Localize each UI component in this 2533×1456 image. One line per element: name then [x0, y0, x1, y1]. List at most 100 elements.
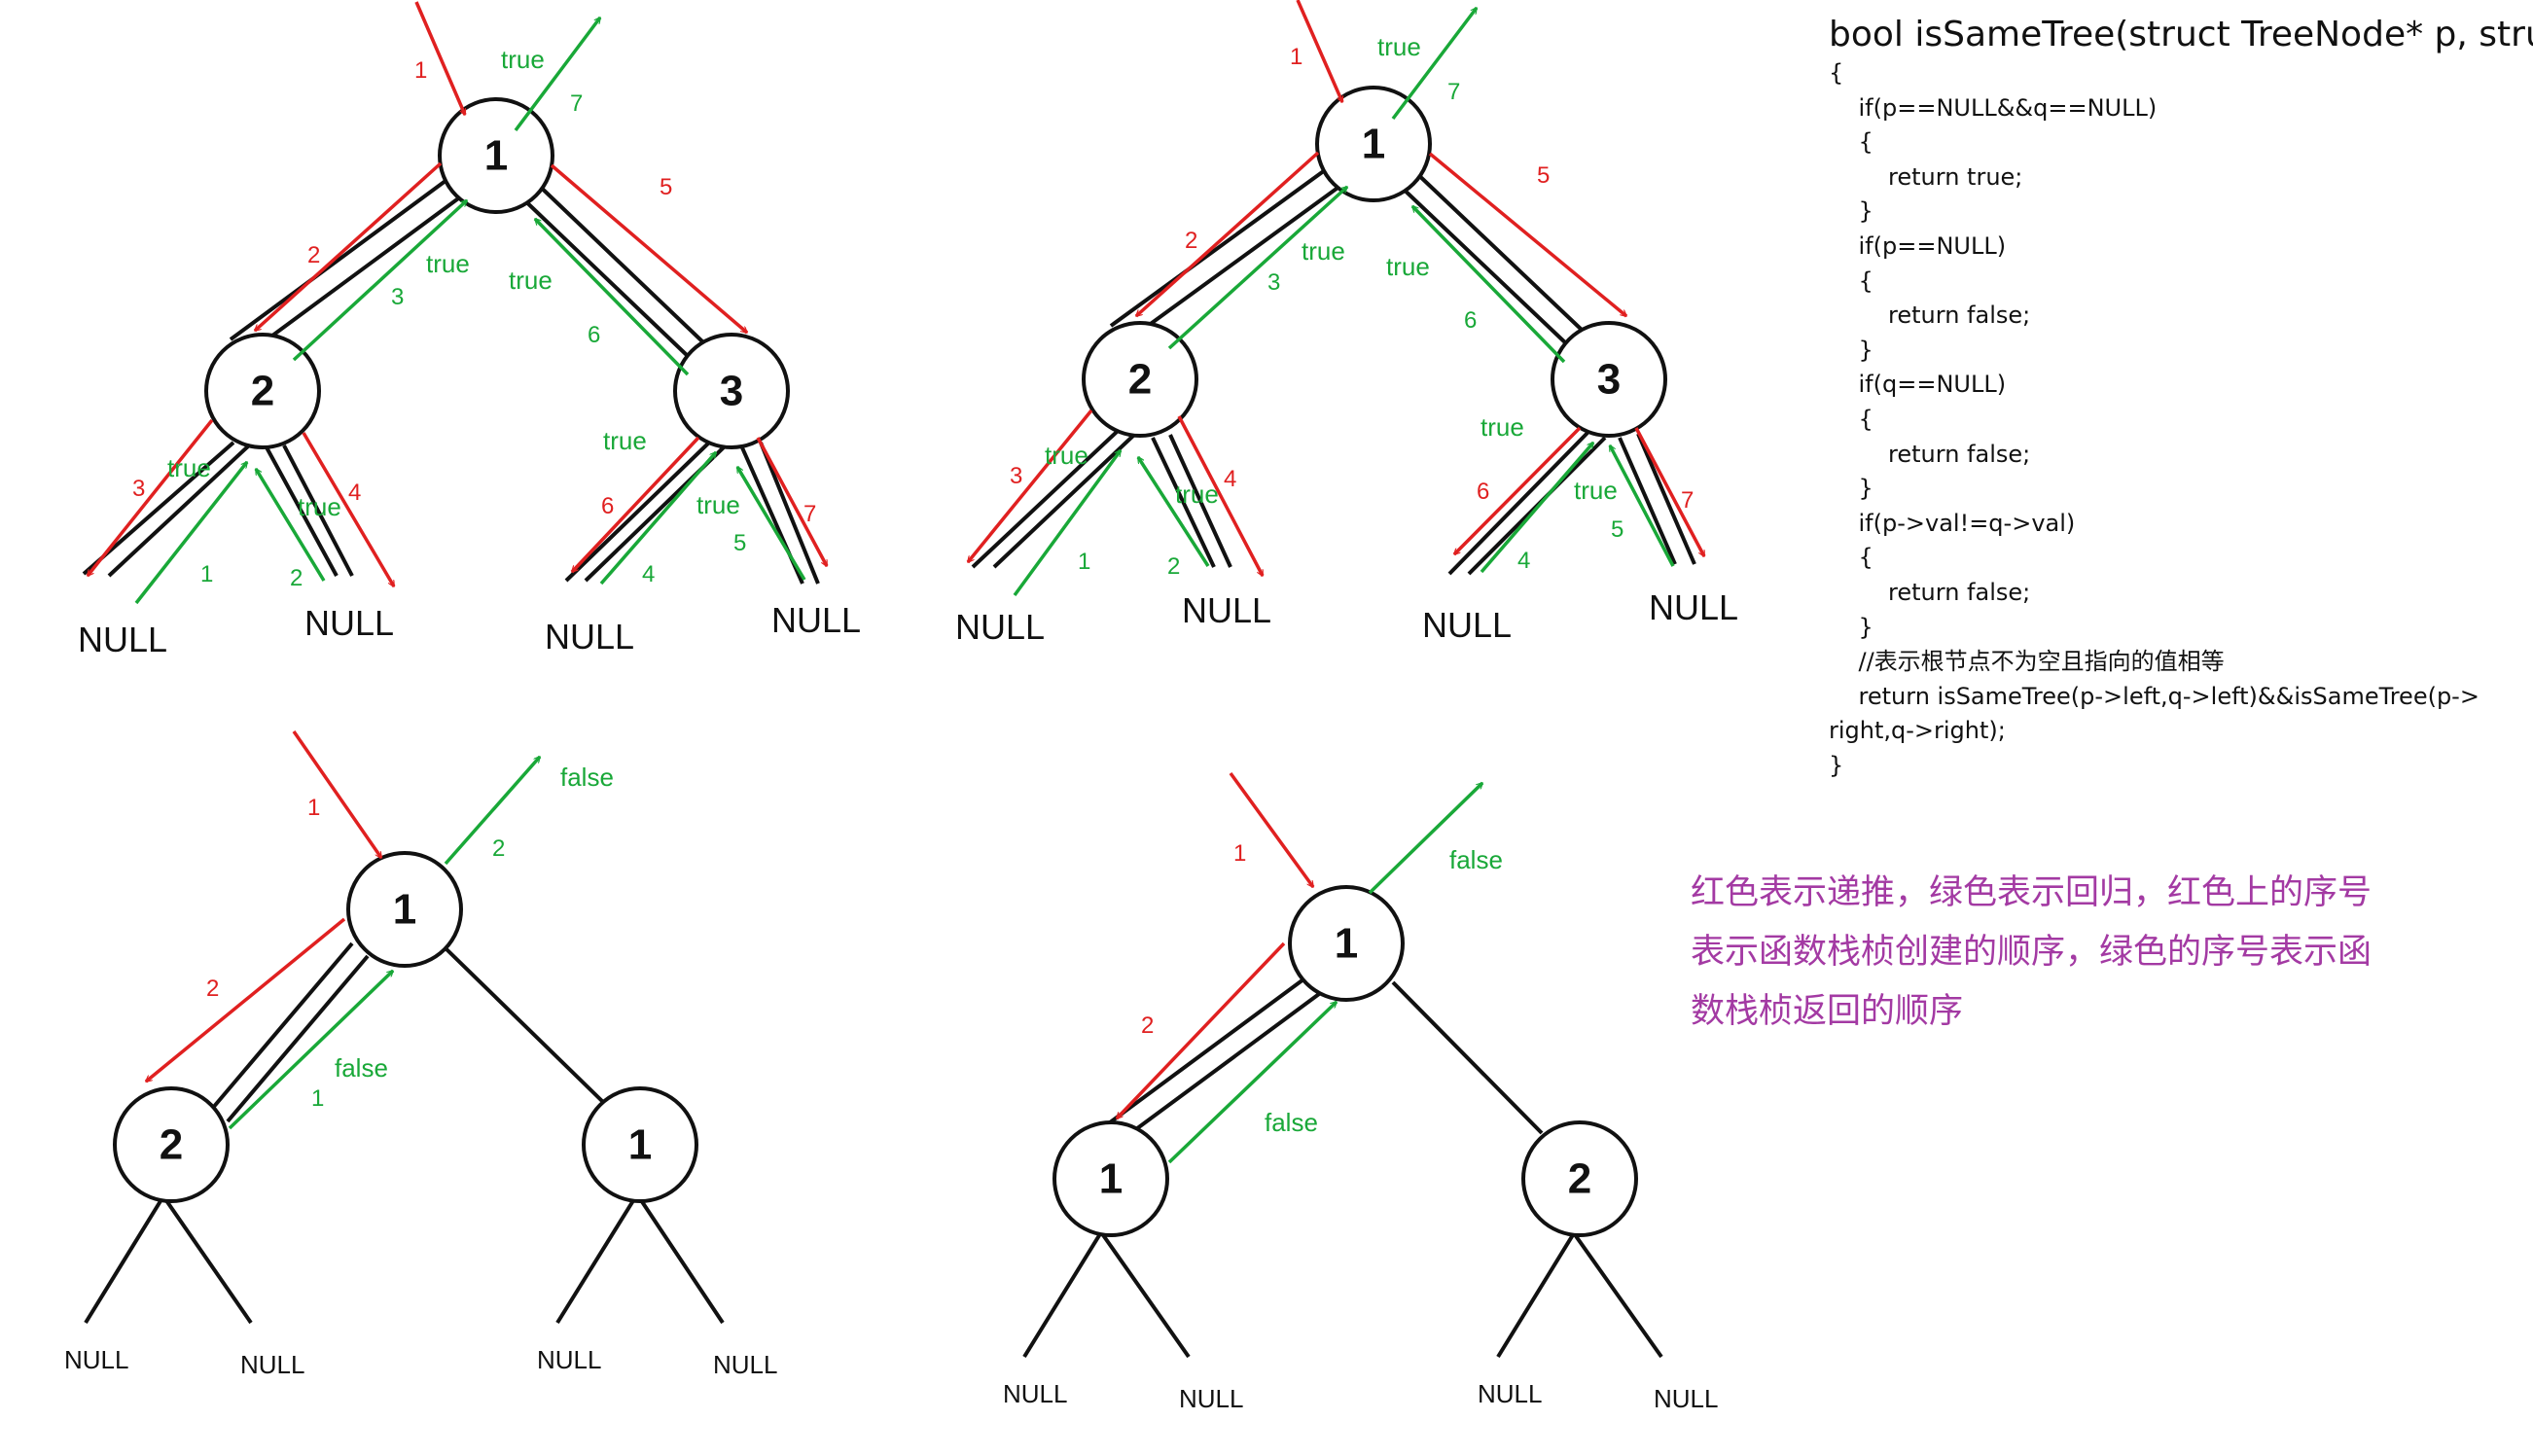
tree1-true-2: true: [426, 249, 470, 278]
code-line: if(p==NULL&&q==NULL): [1829, 93, 2158, 122]
code-line: }: [1829, 475, 1873, 503]
tree1-red-5: [550, 163, 747, 335]
tree4-red-1: [1229, 771, 1315, 887]
tree1-red-num-1: 1: [414, 57, 427, 84]
tree3-right-label: 1: [628, 1121, 652, 1169]
tree2-green-num-3: 3: [1267, 269, 1280, 296]
tree1-red-1: [414, 1, 467, 115]
tree2-green-num-4: 4: [1517, 548, 1530, 574]
tree3-root-label: 1: [393, 886, 416, 934]
tree2-red-3: [966, 408, 1093, 562]
tree3-false-2: false: [335, 1053, 388, 1083]
tree1-true-7: true: [696, 490, 740, 519]
tree2-red-5: [1428, 152, 1626, 318]
tree2-node-right: [1551, 321, 1667, 438]
tree2-red-num-4: 4: [1224, 466, 1236, 492]
tree2-red-2: [1136, 151, 1320, 316]
tree2-red-num-7: 7: [1681, 487, 1694, 514]
note-line: 数栈桢返回的顺序: [1691, 992, 1964, 1031]
tree2-right-label: 3: [1597, 356, 1621, 404]
tree3-false-1: false: [560, 763, 614, 792]
tree1-null-4: NULL: [771, 600, 861, 640]
tree1-true-6: true: [603, 426, 647, 455]
tree3-null-3: NULL: [537, 1345, 601, 1374]
tree2-green-num-2: 2: [1167, 553, 1180, 580]
tree2-red-1: [1296, 0, 1344, 102]
legend-note: 红色表示递推，绿色表示回归，红色上的序号 表示函数栈桢创建的顺序，绿色的序号表示…: [1691, 864, 2449, 1042]
tree2-node-root: [1315, 86, 1432, 202]
code-line: {: [1829, 266, 1873, 295]
code-line: if(p->val!=q->val): [1829, 509, 2076, 537]
tree1-node-root: [438, 97, 554, 214]
tree2-null-1: NULL: [955, 607, 1045, 647]
tree3-null-2: NULL: [240, 1350, 304, 1379]
tree4-node-left: [1052, 1120, 1169, 1237]
tree-bottom-left: 1 2 1 NULL NULL NULL NULL 1 2 1 2 false …: [64, 730, 777, 1379]
tree1-red-num-3: 3: [132, 476, 145, 502]
tree3-node-root: [346, 851, 463, 968]
tree2-red-7: [1634, 427, 1706, 556]
tree3-green-num-1: 1: [311, 1085, 324, 1112]
tree2-root-label: 1: [1362, 121, 1385, 168]
tree1-green-num-1: 1: [200, 561, 213, 587]
tree2-green-4: [1480, 443, 1595, 574]
tree2-red-6: [1454, 426, 1582, 554]
tree1-red-num-2: 2: [307, 242, 320, 268]
code-line: return isSameTree(p->left,q->left)&&isSa…: [1829, 682, 2479, 710]
code-line: return false;: [1829, 302, 2031, 330]
code-line: //表示根节点不为空且指向的值相等: [1829, 648, 2225, 676]
tree1-node-left: [204, 333, 321, 449]
tree2-green-6: [1412, 206, 1566, 364]
tree4-null-1: NULL: [1003, 1379, 1067, 1408]
tree-bottom-right: 1 1 2 NULL NULL NULL NULL 1 2 false fals…: [1003, 771, 1718, 1413]
tree1-true-3: true: [509, 266, 553, 295]
tree2-green-3: [1167, 187, 1347, 350]
tree2-green-num-1: 1: [1078, 549, 1090, 575]
tree2-green-num-7: 7: [1447, 79, 1460, 105]
code-line: return true;: [1829, 162, 2023, 191]
code-line: bool isSameTree(struct TreeNode* p, stru…: [1829, 15, 2533, 54]
code-line: {: [1829, 405, 1873, 433]
code-line: }: [1829, 613, 1873, 641]
tree2-true-5: true: [1175, 479, 1219, 509]
tree1-red-4: [302, 432, 396, 586]
tree3-left-label: 2: [160, 1121, 183, 1169]
tree2-null-2: NULL: [1182, 590, 1271, 630]
tree1-true-5: true: [298, 492, 341, 521]
tree2-red-num-6: 6: [1477, 479, 1489, 505]
tree4-false-1: false: [1449, 845, 1503, 874]
tree4-green-1: [1167, 1002, 1337, 1164]
code-line: if(q==NULL): [1829, 371, 2007, 399]
note-line: 表示函数栈桢创建的顺序，绿色的序号表示函: [1691, 933, 2372, 972]
tree3-red-num-1: 1: [307, 795, 320, 821]
tree1-red-3: [86, 418, 214, 576]
code-line: return false;: [1829, 578, 2031, 606]
tree3-node-right: [582, 1086, 698, 1203]
tree4-null-3: NULL: [1478, 1379, 1542, 1408]
tree1-green-num-6: 6: [588, 322, 600, 348]
note-line: 红色表示递推，绿色表示回归，红色上的序号: [1691, 873, 2372, 912]
tree4-red-2: [1117, 941, 1286, 1119]
tree2-true-3: true: [1386, 252, 1430, 281]
tree1-red-num-4: 4: [348, 479, 361, 506]
tree1-green-num-5: 5: [733, 530, 746, 556]
tree1-green-num-7: 7: [570, 90, 583, 117]
tree3-node-left: [113, 1086, 230, 1203]
tree1-null-3: NULL: [545, 617, 634, 657]
tree2-true-7: true: [1574, 476, 1618, 505]
tree2-true-6: true: [1481, 412, 1524, 442]
tree-top-right: 1 2 3 NULL NULL NULL NULL 1 2 3 4 5: [955, 0, 1738, 647]
tree2-green-2: [1136, 457, 1210, 567]
tree1-true-4: true: [167, 453, 211, 482]
tree1-green-num-2: 2: [290, 565, 303, 591]
tree1-green-5: [735, 467, 806, 581]
tree2-true-1: true: [1377, 32, 1421, 61]
tree2-null-4: NULL: [1649, 587, 1738, 627]
tree3-green-1: [228, 971, 393, 1130]
tree2-red-num-2: 2: [1185, 228, 1197, 254]
tree1-null-1: NULL: [78, 620, 167, 659]
code-line: }: [1829, 751, 1844, 779]
tree4-null-4: NULL: [1654, 1384, 1718, 1413]
tree1-left-label: 2: [251, 368, 274, 415]
